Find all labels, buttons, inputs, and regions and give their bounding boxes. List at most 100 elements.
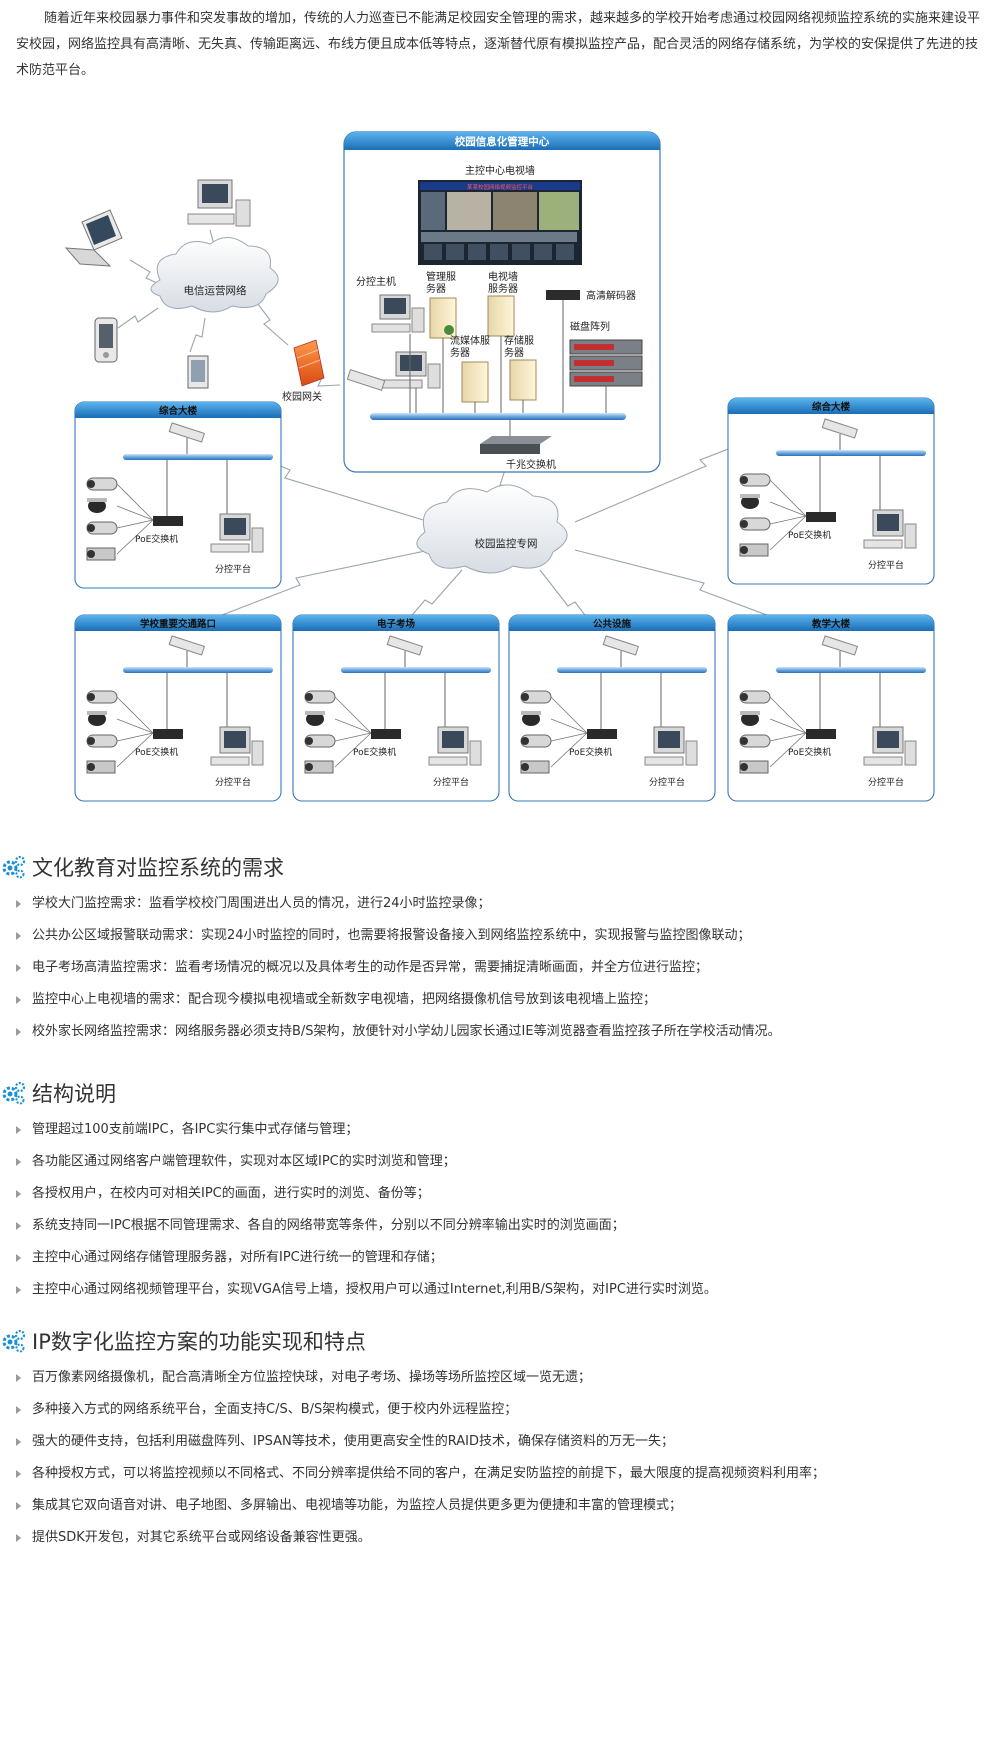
bullet-icon [16, 1470, 21, 1478]
zone-title: 综合大楼 [159, 405, 198, 417]
list-item: 公共办公区域报警联动需求：实现24小时监控的同时，也需要将报警设备接入到网络监控… [0, 920, 1000, 952]
section-features: IP数字化监控方案的功能实现和特点 百万像素网络摄像机，配合高清晰全方位监控快球… [0, 1322, 1000, 1554]
list-item: 学校大门监控需求：监看学校校门周围进出人员的情况，进行24小时监控录像； [0, 888, 1000, 920]
disk-array-label: 磁盘阵列 [570, 320, 610, 333]
storage-server-label-1: 存储服 [504, 334, 534, 347]
bullet-icon [16, 1126, 21, 1134]
bullet-icon [16, 1028, 21, 1036]
gigabit-switch-icon [480, 436, 552, 454]
intro-paragraph: 随着近年来校园暴力事件和突发事故的增加，传统的人力巡查已不能满足校园安全管理的需… [16, 11, 981, 78]
ip-camera-icon [739, 473, 771, 487]
link-tablet-telecom [189, 317, 206, 353]
ip-camera-icon [739, 517, 771, 531]
poe-switch-icon [153, 516, 183, 526]
platform-label: 分控平台 [868, 559, 904, 571]
tv-wall-icon: 某某校园网络视频监控平台 [418, 180, 582, 265]
zone-header [293, 615, 499, 631]
link-line [116, 483, 154, 521]
ip-camera-icon [304, 760, 334, 774]
router-icon [386, 635, 424, 656]
link-line [116, 732, 154, 768]
ip-camera-icon [87, 711, 107, 726]
structure-list: 管理超过100支前端IPC，各IPC实行集中式存储与管理； 各功能区通过网络客户… [0, 1114, 1000, 1306]
tvwall-server-label-1: 电视墙 [488, 270, 518, 283]
sub-host-pc-icon [371, 294, 425, 333]
ip-camera-icon [86, 690, 118, 704]
link-line [769, 515, 807, 551]
telecom-cloud-label: 电信运营网络 [184, 284, 247, 297]
ip-camera-icon [520, 760, 550, 774]
link-line [116, 505, 154, 521]
poe-switch-icon [371, 729, 401, 739]
platform-label: 分控平台 [215, 563, 251, 575]
tvwall-server-icon [487, 295, 515, 337]
campus-cloud: 校园监控专网 [416, 484, 568, 574]
bullet-icon [16, 964, 21, 972]
gear-icon [2, 855, 26, 879]
router-icon [168, 635, 206, 656]
tvwall-server-label-2: 服务器 [488, 282, 518, 295]
link-line [116, 732, 154, 742]
stream-server-icon [461, 361, 489, 403]
tv-wall-label: 主控中心电视墙 [465, 164, 535, 177]
link-line [769, 479, 807, 517]
zone-title: 公共设施 [593, 618, 632, 630]
poe-switch-icon [806, 512, 836, 522]
ip-camera-icon [304, 690, 336, 704]
link-line [769, 718, 807, 734]
ip-camera-icon [739, 543, 769, 557]
poe-switch-label: PoE交换机 [135, 533, 178, 545]
requirements-list: 学校大门监控需求：监看学校校门周围进出人员的情况，进行24小时监控录像； 公共办… [0, 888, 1000, 1048]
bullet-icon [16, 1406, 21, 1414]
zone-bus [341, 667, 491, 673]
bullet-icon [16, 1254, 21, 1262]
link-line [116, 718, 154, 734]
ip-camera-icon [739, 760, 769, 774]
disk-array-icon [569, 339, 643, 387]
platform-label: 分控平台 [215, 776, 251, 788]
gear-icon [2, 1081, 26, 1105]
client-pc-icon [863, 726, 917, 766]
bullet-icon [16, 1438, 21, 1446]
list-item: 各种授权方式，可以将监控视频以不同格式、不同分辨率提供给不同的客户，在满足安防监… [0, 1458, 1000, 1490]
firewall-gateway-icon: 校园网关 [282, 339, 325, 403]
remote-pc-icon [187, 179, 251, 227]
list-item: 主控中心通过网络存储管理服务器，对所有IPC进行统一的管理和存储； [0, 1242, 1000, 1274]
ip-camera-icon [521, 711, 541, 726]
zone-title: 电子考场 [377, 618, 416, 630]
zone-header [75, 402, 281, 418]
link-line [334, 718, 372, 734]
link-line [769, 696, 807, 734]
mgmt-server-label-1: 管理服 [426, 270, 456, 283]
bullet-icon [16, 900, 21, 908]
ip-camera-icon [740, 494, 760, 509]
list-item: 多种接入方式的网络系统平台，全面支持C/S、B/S架构模式，便于校内外远程监控； [0, 1394, 1000, 1426]
ip-camera-icon [520, 690, 552, 704]
poe-switch-label: PoE交换机 [569, 746, 612, 758]
ip-camera-icon [304, 734, 336, 748]
campus-cloud-label: 校园监控专网 [475, 537, 538, 550]
client-pc-icon [428, 726, 482, 766]
zone-panels: 综合大楼PoE交换机分控平台综合大楼PoE交换机分控平台学校重要交通路口PoE交… [74, 397, 935, 802]
bullet-icon [16, 1222, 21, 1230]
storage-server-icon [509, 359, 537, 401]
zone-title: 综合大楼 [812, 401, 851, 413]
center-pc-icon [381, 351, 441, 389]
platform-label: 分控平台 [649, 776, 685, 788]
storage-server-label-2: 务器 [504, 346, 524, 359]
ip-camera-icon [520, 734, 552, 748]
decoder-label: 高清解码器 [586, 289, 636, 302]
link-line [334, 732, 372, 768]
gateway-label: 校园网关 [282, 390, 322, 403]
client-pc-icon [644, 726, 698, 766]
list-item: 电子考场高清监控需求：监看考场情况的概况以及具体考生的动作是否异常，需要捕捉清晰… [0, 952, 1000, 984]
tv-wall-caption: 某某校园网络视频监控平台 [467, 183, 534, 191]
zone-bus [123, 667, 273, 673]
link-line [116, 696, 154, 734]
platform-label: 分控平台 [433, 776, 469, 788]
list-item: 强大的硬件支持，包括利用磁盘阵列、IPSAN等技术，使用更高安全性的RAID技术… [0, 1426, 1000, 1458]
